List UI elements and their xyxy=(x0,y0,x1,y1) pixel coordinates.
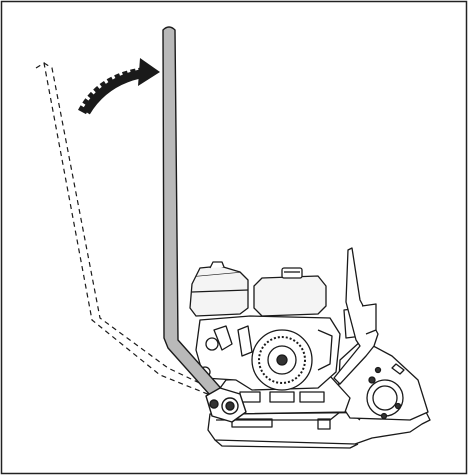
handle-previous-position xyxy=(35,62,211,396)
curved-arrow-icon xyxy=(78,58,160,115)
handle-icon xyxy=(162,26,247,423)
fuel-tank xyxy=(253,275,327,317)
handle-bar xyxy=(162,26,227,405)
plate-compactor-icon xyxy=(189,247,431,449)
air-filter xyxy=(189,271,249,317)
lifting-bracket xyxy=(333,247,379,385)
